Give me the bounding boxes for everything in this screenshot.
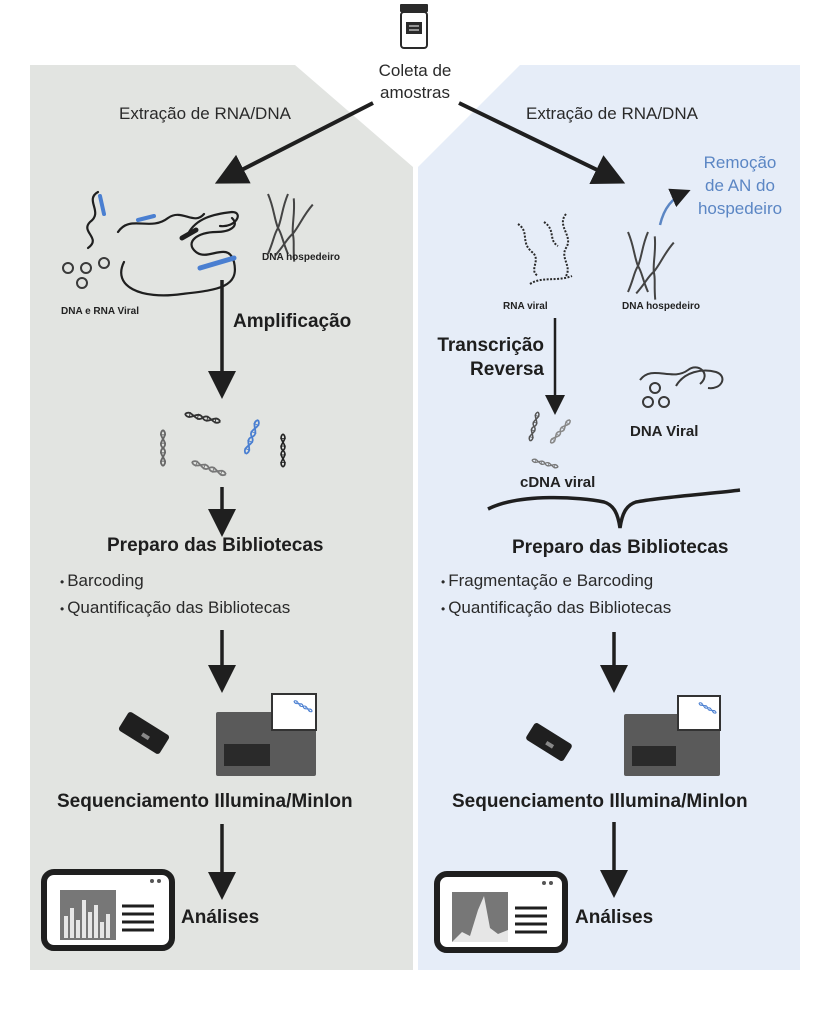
- right-sequencing-title: Sequenciamento Illumina/MinIon: [452, 791, 748, 812]
- left-bullet-quantification: Quantificação das Bibliotecas: [60, 595, 290, 622]
- host-removal-label: Remoção de AN do hospedeiro: [697, 153, 783, 218]
- right-host-dna-label: DNA hospedeiro: [622, 301, 700, 312]
- left-sequencing-title: Sequenciamento Illumina/MinIon: [57, 791, 353, 812]
- sample-jar-icon: [400, 4, 428, 49]
- viral-genomes-left: [86, 190, 239, 297]
- host-removal-arrow: [658, 188, 691, 226]
- sequencer-machine-icon-left: [216, 693, 317, 776]
- left-viral-label: DNA e RNA Viral: [61, 306, 139, 317]
- sample-collection-label: Coleta de amostras: [378, 61, 452, 102]
- left-library-bullets: Barcoding Quantificação das Bibliotecas: [60, 568, 290, 622]
- left-library-prep-title: Preparo das Bibliotecas: [107, 535, 324, 556]
- rna-viral-label: RNA viral: [503, 301, 548, 312]
- viral-dna-right: [639, 366, 724, 408]
- left-extraction-label: Extração de RNA/DNA: [119, 104, 291, 123]
- arrow-to-right: [458, 101, 626, 184]
- right-library-prep-title: Preparo das Bibliotecas: [512, 537, 729, 558]
- analysis-screen-icon-right: [434, 871, 568, 953]
- sequencer-machine-icon-right: [624, 695, 721, 776]
- amplification-label: Amplificação: [233, 311, 352, 332]
- right-library-bullets: Fragmentação e Barcoding Quantificação d…: [441, 568, 671, 622]
- dna-viral-label: DNA Viral: [630, 423, 699, 440]
- cdna-viral-label: cDNA viral: [520, 474, 596, 491]
- rna-viral-strands: [517, 213, 573, 285]
- arrow-to-left: [214, 101, 374, 184]
- grouping-brace: [487, 488, 741, 529]
- right-bullet-quantification: Quantificação das Bibliotecas: [441, 595, 671, 622]
- analysis-screen-icon-left: [41, 869, 175, 951]
- plasmid-circles-left: [62, 257, 110, 289]
- left-bullet-barcoding: Barcoding: [60, 568, 290, 595]
- right-bullet-fragmentation: Fragmentação e Barcoding: [441, 568, 671, 595]
- reverse-transcription-label: Transcrição Reversa: [437, 335, 544, 380]
- right-analysis-label: Análises: [575, 907, 654, 928]
- left-analysis-label: Análises: [181, 907, 260, 928]
- right-extraction-label: Extração de RNA/DNA: [526, 104, 698, 123]
- minion-device-icon-right: [526, 722, 572, 762]
- minion-device-icon-left: [118, 712, 170, 754]
- left-host-dna-label: DNA hospedeiro: [262, 252, 340, 263]
